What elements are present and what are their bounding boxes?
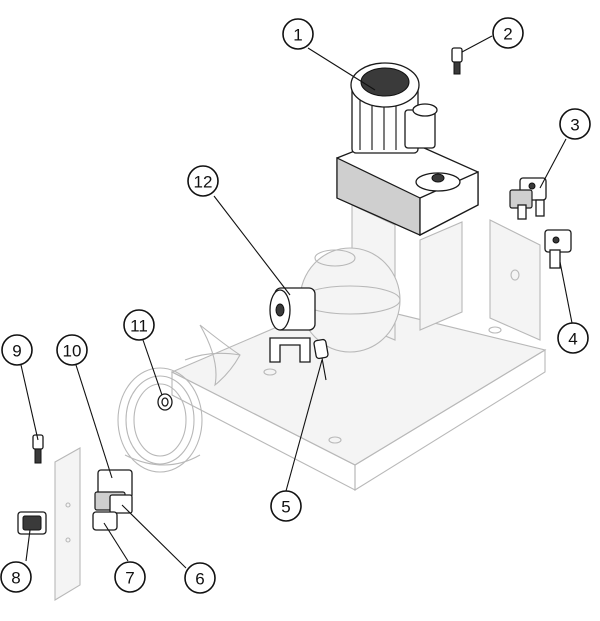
leader-12	[213, 195, 291, 296]
leader-2	[461, 35, 493, 53]
callout-label-8: 8	[11, 569, 20, 588]
sensor-probe-part-5	[313, 338, 329, 381]
callout-label-11: 11	[130, 317, 148, 336]
callout-5: 5	[270, 490, 302, 522]
leader-11	[142, 339, 163, 396]
switch-part-8	[17, 511, 47, 535]
leader-3	[539, 138, 567, 189]
callout-label-5: 5	[281, 498, 290, 517]
connector-part-2	[451, 47, 463, 75]
callout-4: 4	[557, 322, 589, 354]
callout-7: 7	[114, 561, 146, 593]
motor-gearbox-part	[336, 62, 479, 237]
leader-4	[559, 261, 573, 324]
connector-part-9	[32, 434, 44, 464]
callout-6: 6	[184, 562, 216, 594]
callout-label-6: 6	[195, 570, 204, 589]
callout-label-9: 9	[12, 342, 21, 361]
callout-9: 9	[1, 334, 33, 366]
callout-label-3: 3	[570, 116, 579, 135]
fan-motor-part-12	[269, 287, 316, 363]
solenoid-valve-part-3	[509, 177, 547, 220]
callout-3: 3	[559, 108, 591, 140]
leader-6	[121, 504, 187, 569]
relay-part-6	[109, 494, 133, 514]
leader-10	[75, 364, 113, 479]
capacitor-part-7	[92, 511, 118, 531]
callout-label-1: 1	[293, 26, 302, 45]
leader-8	[25, 529, 31, 562]
callout-1: 1	[282, 18, 314, 50]
callout-label-4: 4	[568, 330, 577, 349]
solenoid-valve-part-4	[544, 229, 572, 269]
callouts: 1 2 3 4 5 6 7 8	[0, 17, 591, 594]
callout-2: 2	[492, 17, 524, 49]
leader-7	[103, 522, 129, 562]
base-frame-ghost	[54, 204, 547, 601]
callout-12: 12	[187, 165, 219, 197]
callout-10: 10	[56, 334, 88, 366]
callout-label-12: 12	[194, 173, 213, 192]
callout-8: 8	[0, 561, 32, 593]
ring-part-11	[157, 393, 173, 411]
leader-lines	[20, 35, 573, 569]
callout-label-7: 7	[125, 569, 134, 588]
leader-1	[307, 47, 376, 91]
callout-label-2: 2	[503, 25, 512, 44]
callout-11: 11	[123, 309, 155, 341]
callout-label-10: 10	[63, 342, 82, 361]
leader-9	[20, 364, 39, 441]
leader-5	[285, 359, 323, 492]
